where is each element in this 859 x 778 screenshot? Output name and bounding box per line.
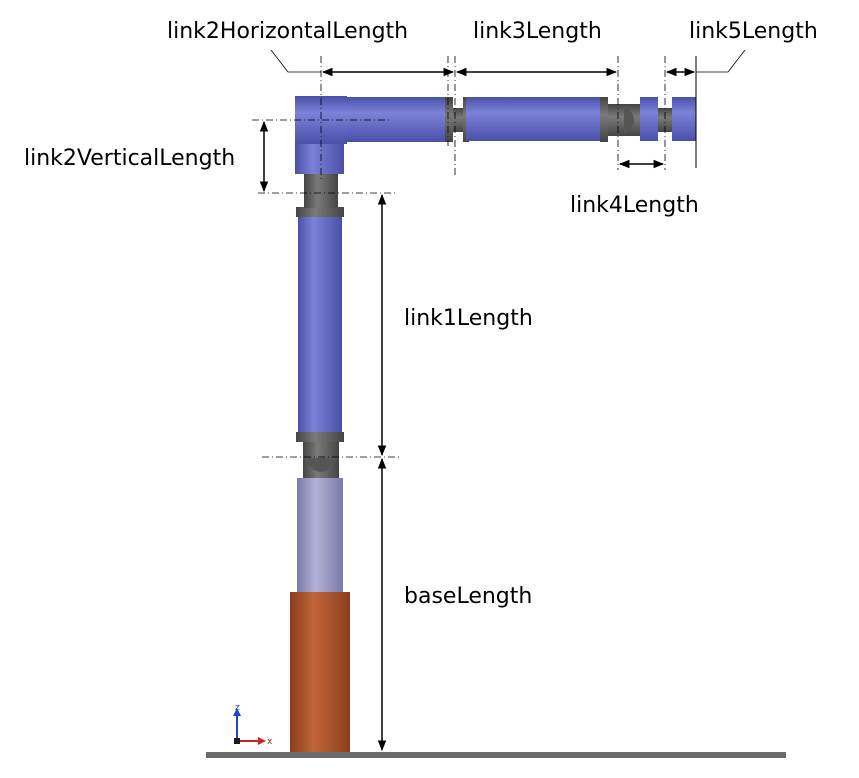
link4-cylinder bbox=[640, 97, 658, 141]
label-link3-length: link3Length bbox=[473, 19, 602, 44]
link2-horizontal bbox=[347, 97, 445, 142]
link1-cylinder bbox=[298, 216, 342, 432]
base-cylinder bbox=[290, 592, 350, 752]
joint5-body bbox=[658, 108, 672, 132]
label-link2-vertical-length: link2VerticalLength bbox=[24, 146, 235, 171]
link5-cylinder bbox=[672, 97, 696, 141]
link3-cylinder bbox=[466, 97, 600, 141]
joint4-flange bbox=[600, 97, 608, 142]
link2-vertical bbox=[295, 142, 344, 174]
axis-triad-icon: z x bbox=[233, 703, 273, 747]
ground-plate bbox=[206, 752, 786, 758]
label-link1-length: link1Length bbox=[404, 306, 533, 331]
joint4-dome bbox=[624, 105, 634, 135]
label-link5-length: link5Length bbox=[689, 19, 818, 44]
leader-link5 bbox=[696, 49, 746, 73]
joint2-body bbox=[304, 170, 338, 208]
joint3-body bbox=[453, 108, 463, 132]
axis-z-label: z bbox=[235, 703, 240, 713]
joint2-flange bbox=[296, 207, 344, 217]
label-link4-length: link4Length bbox=[570, 193, 699, 218]
label-link2-horizontal-length: link2HorizontalLength bbox=[167, 19, 408, 44]
leader-link2-horizontal bbox=[270, 49, 321, 73]
joint1-flange bbox=[296, 432, 344, 442]
label-base-length: baseLength bbox=[404, 584, 532, 609]
base-upper-cylinder bbox=[297, 478, 343, 592]
axis-x-label: x bbox=[267, 737, 273, 747]
joint3-flange-left bbox=[445, 97, 453, 142]
joint1-dome bbox=[304, 458, 338, 472]
dimension-arrows bbox=[259, 67, 696, 752]
